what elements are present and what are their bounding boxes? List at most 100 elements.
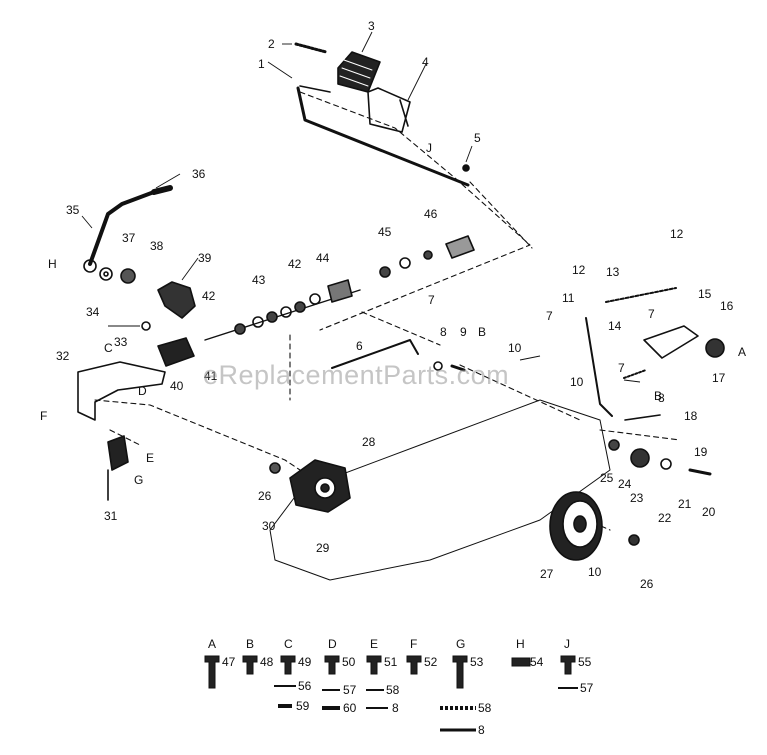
label-B: B [478,325,486,339]
callout-6: 6 [356,339,363,353]
extra-8a: 8 [392,701,399,715]
part-23 [630,448,650,468]
label-B2: B [654,389,662,403]
label-G: G [134,473,143,487]
key-letter-H: H [516,637,525,651]
callout-28: 28 [362,435,376,449]
callout-10c: 10 [588,565,602,579]
hardware-icon-J [560,655,576,675]
extra-58a: 58 [386,683,400,697]
rod-part-6 [331,339,419,369]
key-letter-D: D [328,637,337,651]
callout-44: 44 [316,251,330,265]
part-18 [624,414,661,421]
key-part-53: 53 [470,655,484,669]
callout-22: 22 [658,511,672,525]
callout-38: 38 [150,239,164,253]
callout-20: 20 [702,505,716,519]
callout-12b: 12 [572,263,586,277]
callout-42a: 42 [202,289,216,303]
hardware-icon-F [406,655,422,675]
key-letter-E: E [370,637,378,651]
callout-24: 24 [618,477,632,491]
callout-43: 43 [252,273,266,287]
extra-56: 56 [298,679,312,693]
callout-42b: 42 [288,257,302,271]
callout-10a: 10 [508,341,522,355]
callout-27: 27 [540,567,554,581]
hardware-icon-A [204,655,220,689]
callout-35: 35 [66,203,80,217]
key-part-47: 47 [222,655,236,669]
callout-16: 16 [720,299,734,313]
pin-part-5 [462,164,470,172]
callout-31: 31 [104,509,118,523]
deck-outline [269,399,611,581]
hardware-icon-E [366,655,382,675]
shift-shaft-assembly [204,235,475,341]
callout-7d: 7 [618,361,625,375]
hardware-extra-rods [274,685,578,732]
callout-26a: 26 [258,489,272,503]
callout-3: 3 [368,19,375,33]
callout-12a: 12 [670,227,684,241]
hardware-icon-B [242,655,258,675]
callout-1: 1 [258,57,265,71]
key-letter-G: G [456,637,465,651]
washer-part-38 [120,268,136,284]
callout-45: 45 [378,225,392,239]
label-J: J [426,141,432,155]
label-E: E [146,451,154,465]
extra-8b: 8 [478,723,485,737]
callout-9: 9 [460,325,467,339]
part-9 [450,364,466,372]
nut-part-34 [141,321,151,331]
key-part-54: 54 [530,655,544,669]
label-A: A [738,345,746,359]
rod-part-11 [585,317,613,417]
assembly-guide-lines [94,91,681,531]
label-D: D [138,384,147,398]
callout-36: 36 [192,167,206,181]
hardware-extras: 56 59 57 60 58 8 58 8 57 [296,679,594,737]
callout-14: 14 [608,319,622,333]
callout-7a: 7 [428,293,435,307]
callout-39: 39 [198,251,212,265]
wheel-part-27 [549,491,603,561]
handle-rod [296,86,470,187]
extra-60: 60 [343,701,357,715]
label-C: C [104,341,113,355]
callout-21: 21 [678,497,692,511]
callout-5: 5 [474,131,481,145]
extra-57a: 57 [343,683,357,697]
key-letter-F: F [410,637,417,651]
key-letter-C: C [284,637,293,651]
transmission-part-29 [289,459,351,513]
callout-8a: 8 [440,325,447,339]
callout-17: 17 [712,371,726,385]
bolt-part-20 [688,468,712,476]
callout-23: 23 [630,491,644,505]
grip-part-3 [337,51,381,93]
watermark-text: eReplacementParts.com [203,360,510,390]
callout-13: 13 [606,265,620,279]
callout-26b: 26 [640,577,654,591]
callout-8b: 8 [658,391,665,405]
key-part-48: 48 [260,655,274,669]
bracket-part-31 [107,435,129,471]
block-part-41 [157,337,195,367]
key-letter-J: J [564,637,570,651]
nut-part-26 [269,462,281,474]
hardware-icon-H [511,657,531,667]
hardware-icon-G [452,655,468,689]
part-22 [660,458,672,470]
key-part-52: 52 [424,655,438,669]
hardware-icon-D [324,655,340,675]
callout-41: 41 [204,369,218,383]
nut-part-26b [628,534,640,546]
callout-2: 2 [268,37,275,51]
leader-lines [81,31,641,383]
extra-57b: 57 [580,681,594,695]
